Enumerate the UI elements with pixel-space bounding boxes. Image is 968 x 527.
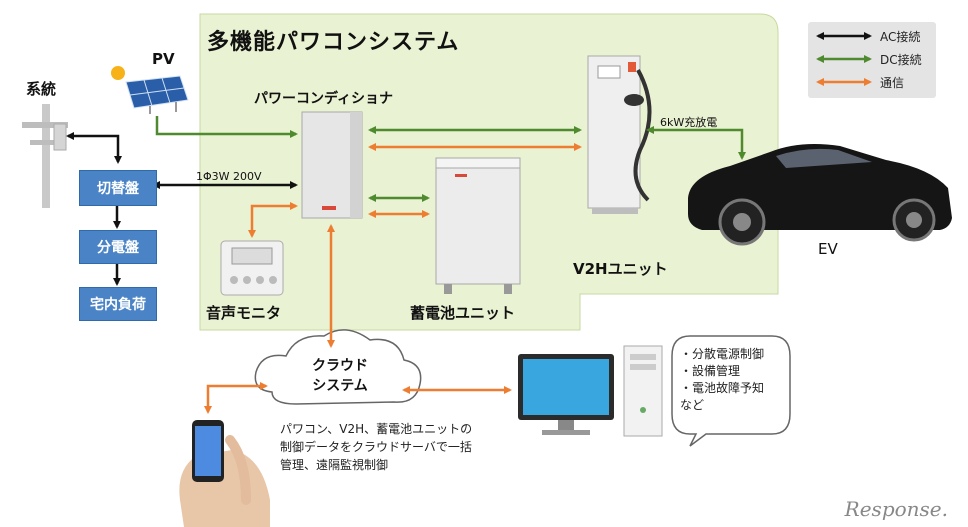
legend-comm-label: 通信: [880, 76, 905, 90]
battery-label: 蓄電池ユニット: [410, 304, 516, 322]
bubble-content: ・分散電源制御 ・設備管理 ・電池故障予知 など: [680, 346, 764, 414]
cloud-description: パワコン、V2H、蓄電池ユニットの 制御データをクラウドサーバで一括 管理、遠隔…: [280, 420, 472, 474]
comm-line-cloud-phone: [204, 382, 268, 414]
dc-line-v2h-ev: [646, 126, 746, 160]
bubble-line-4: など: [680, 398, 705, 412]
pc-monitor: [518, 354, 614, 435]
charge-label: 6kW充放電: [660, 116, 718, 129]
response-watermark: Response.: [844, 497, 948, 521]
switch-panel-box: 切替盤: [79, 170, 157, 206]
description-line-3: 管理、遠隔監視制御: [280, 458, 389, 472]
v2h-charger: [587, 55, 652, 214]
comm-line-pcs-monitor: [248, 202, 298, 238]
home-load-box: 宅内負荷: [79, 287, 157, 321]
grid-label: 系統: [26, 80, 57, 98]
bubble-line-3: ・電池故障予知: [680, 381, 765, 395]
legend-dc-label: DC接続: [880, 53, 922, 67]
dc-line-pv-pcs: [155, 116, 298, 138]
distribution-panel-box: 分電盤: [79, 230, 157, 264]
cloud-label: クラウド システム: [312, 358, 368, 394]
bubble-line-1: ・分散電源制御: [680, 347, 765, 361]
pc-tower: [623, 345, 663, 437]
voice-monitor-device: [220, 240, 284, 296]
v2h-label: V2Hユニット: [573, 260, 668, 278]
legend-ac-label: AC接続: [880, 30, 921, 44]
bubble-line-2: ・設備管理: [680, 364, 741, 378]
voice-monitor-label: 音声モニタ: [206, 304, 282, 322]
utility-pole-icon: [22, 104, 68, 208]
cloud-shape: [254, 329, 422, 405]
ev-car: [688, 144, 952, 246]
solar-panel-icon: [111, 66, 189, 114]
voltage-label: 1Φ3W 200V: [196, 170, 262, 183]
ac-line-grid-switch: [66, 132, 122, 164]
speech-bubble: [671, 335, 791, 447]
smartphone-hand: [179, 420, 270, 527]
battery-unit: [435, 157, 521, 294]
power-conditioner-unit: [301, 111, 363, 219]
description-line-1: パワコン、V2H、蓄電池ユニットの: [280, 422, 473, 436]
power-conditioner-label: パワーコンディショナ: [254, 91, 394, 107]
page-title: 多機能パワコンシステム: [207, 30, 460, 55]
pv-label: PV: [152, 50, 175, 68]
description-line-2: 制御データをクラウドサーバで一括: [280, 440, 472, 454]
ev-label: EV: [818, 240, 838, 258]
